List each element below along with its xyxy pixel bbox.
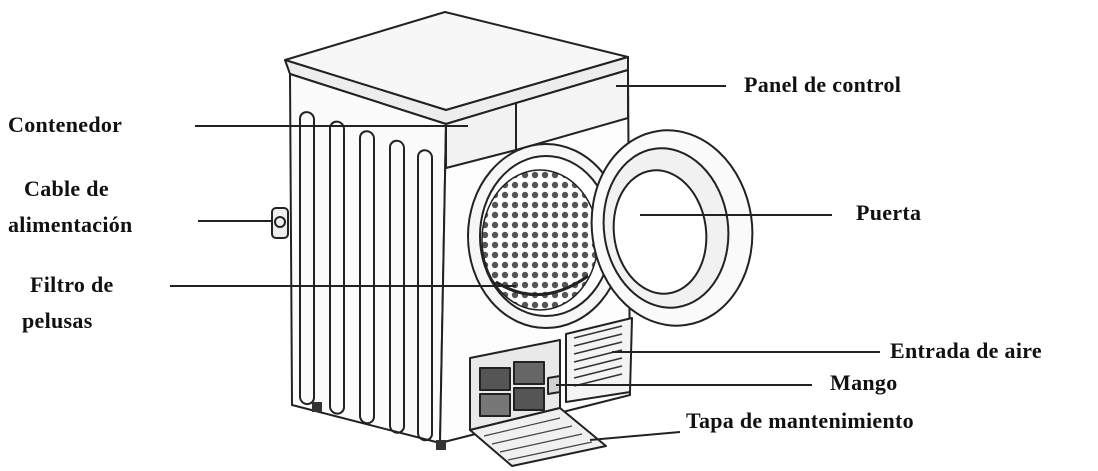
label-entrada-de-aire: Entrada de aire — [890, 338, 1042, 363]
label-puerta: Puerta — [856, 200, 922, 225]
power-cable-plug — [271, 207, 289, 239]
door-glass — [612, 169, 708, 295]
label-contenedor: Contenedor — [8, 112, 123, 137]
air-inlet-grille — [565, 317, 633, 403]
side-rib-5 — [417, 149, 433, 442]
side-rib-2 — [329, 120, 345, 415]
label-mango: Mango — [830, 370, 898, 395]
foot-right — [436, 440, 446, 450]
label-cable-de-alimentacion-line1: Cable de — [24, 176, 109, 201]
label-panel-de-control: Panel de control — [744, 72, 902, 97]
control-panel-block — [515, 69, 629, 151]
side-rib-3 — [359, 130, 375, 425]
label-cable-de-alimentacion-line2: alimentación — [8, 212, 133, 237]
leader-tapa-de-mantenimiento — [589, 431, 681, 441]
side-rib-1 — [299, 111, 315, 406]
label-tapa-de-mantenimiento: Tapa de mantenimiento — [686, 408, 914, 433]
lint-filter — [495, 274, 589, 297]
maintenance-handle — [547, 375, 561, 395]
drum-mesh — [481, 169, 599, 311]
label-filtro-de-pelusas-line1: Filtro de — [30, 272, 114, 297]
foot-left — [312, 402, 322, 412]
label-filtro-de-pelusas-line2: pelusas — [22, 308, 93, 333]
